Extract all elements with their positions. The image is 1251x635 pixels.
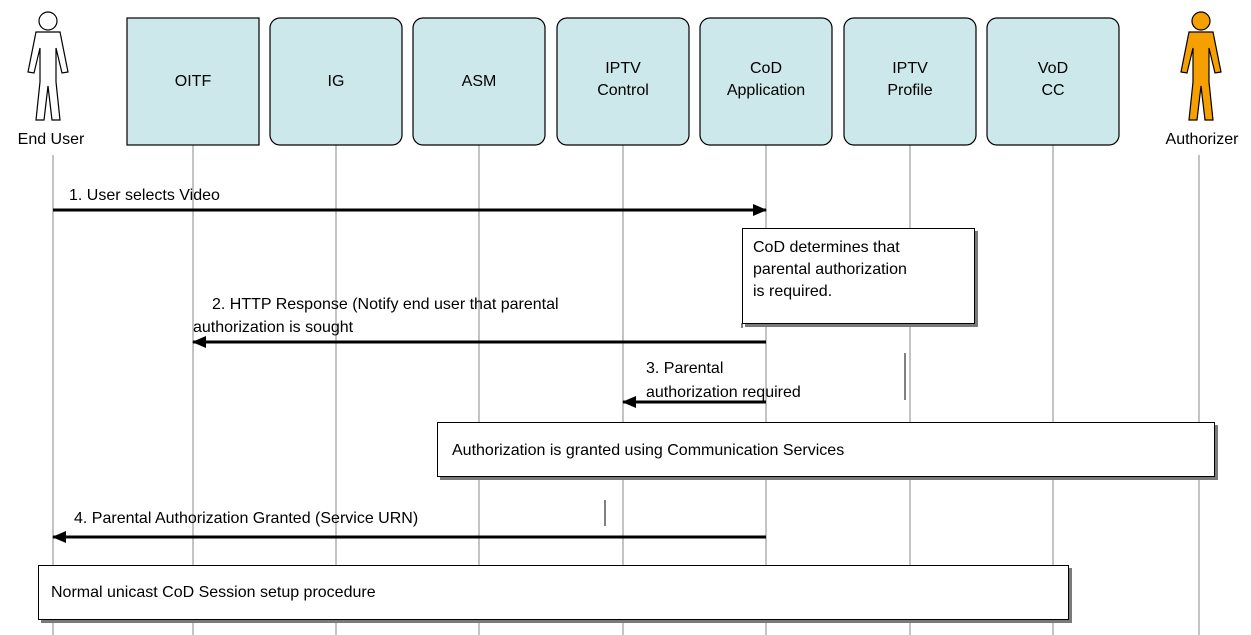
participant-label-asm: ASM — [461, 73, 497, 90]
note-cod-determines: CoD determines that parental authorizati… — [742, 228, 975, 324]
participant-label-iptv-control: IPTV Control — [597, 60, 649, 99]
participant-box-vod-cc — [986, 17, 1120, 146]
participant-box-oitf — [126, 17, 260, 146]
note-cod-determines-text: CoD determines that parental authorizati… — [753, 239, 907, 300]
message-label-3b: authorization required — [646, 384, 801, 401]
end-user-icon — [27, 11, 69, 121]
note-normal-setup-text: Normal unicast CoD Session setup procedu… — [51, 584, 376, 601]
actor-label-authorizer: Authorizer — [1165, 131, 1239, 148]
message-label-3a: 3. Parental — [646, 360, 723, 377]
participant-box-asm — [412, 17, 546, 146]
note-authorization-granted: Authorization is granted using Communica… — [437, 422, 1215, 477]
participant-label-ig: IG — [327, 73, 345, 90]
participant-label-iptv-profile: IPTV Profile — [887, 60, 933, 99]
lifelines — [52, 145, 1200, 635]
participant-boxes — [126, 17, 1120, 146]
participant-label-oitf: OITF — [174, 73, 212, 90]
note-authorization-granted-text: Authorization is granted using Communica… — [452, 442, 845, 459]
participant-label-cod-application: CoD Application — [726, 60, 806, 99]
participant-box-iptv-control — [556, 17, 690, 146]
participant-box-iptv-profile — [843, 17, 977, 146]
actor-label-end-user: End User — [17, 131, 85, 148]
message-arrows — [52, 204, 767, 543]
authorizer-icon — [1180, 11, 1222, 121]
message-label-2b: authorization is sought — [193, 319, 354, 336]
message-label-2a: 2. HTTP Response (Notify end user that p… — [212, 296, 559, 313]
participant-label-vod-cc: VoD CC — [1037, 60, 1069, 99]
participant-box-ig — [269, 17, 403, 146]
note-normal-setup: Normal unicast CoD Session setup procedu… — [38, 565, 1069, 620]
participant-box-cod-application — [699, 17, 833, 146]
message-label-1: 1. User selects Video — [69, 187, 220, 204]
message-label-4: 4. Parental Authorization Granted (Servi… — [74, 510, 418, 527]
